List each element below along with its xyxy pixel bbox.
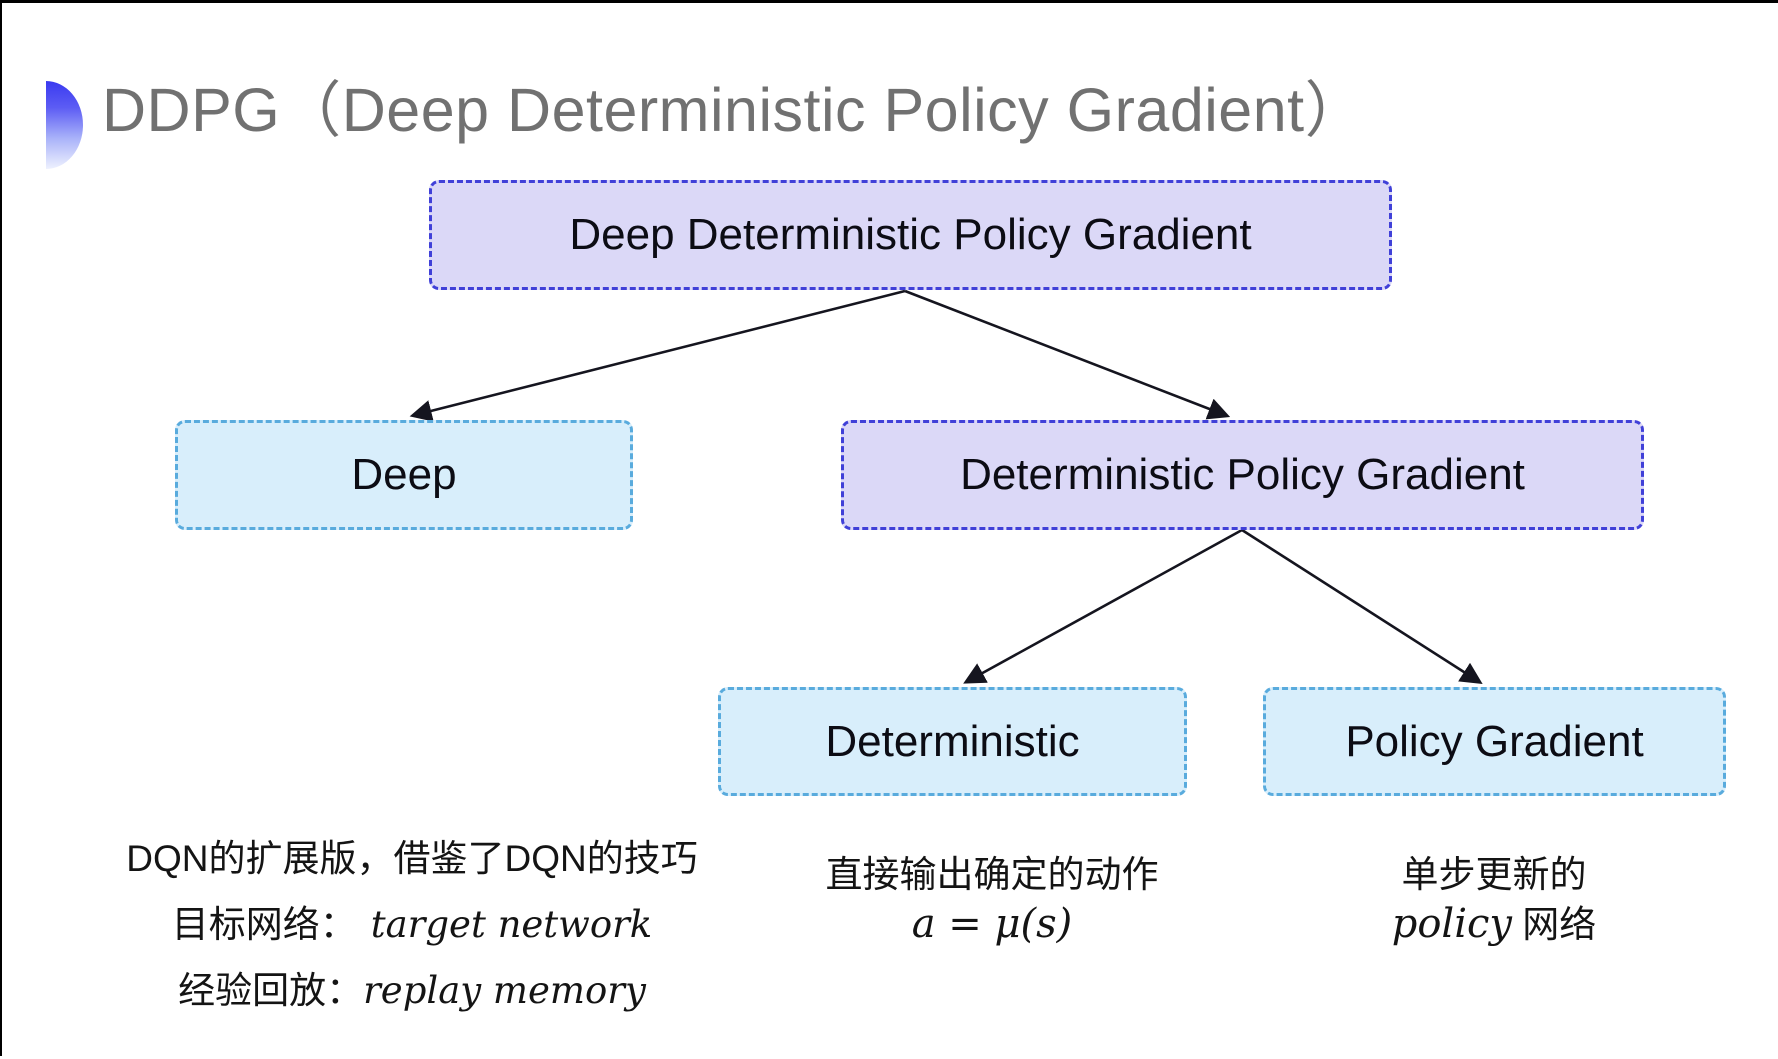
node-deterministic: Deterministic <box>718 687 1187 796</box>
node-deterministic-policy-gradient: Deterministic Policy Gradient <box>841 420 1644 530</box>
node-deep-label: Deep <box>351 450 457 499</box>
note-deep-line3-value: replay memory <box>363 969 646 1012</box>
note-deterministic-line1: 直接输出确定的动作 <box>825 854 1159 895</box>
node-policy-gradient: Policy Gradient <box>1263 687 1726 796</box>
note-deep-line2-label: 目标网络： <box>171 904 357 945</box>
title-bullet-icon <box>46 81 83 169</box>
arrow-root-to-deep <box>409 289 906 422</box>
node-deep: Deep <box>175 420 633 530</box>
arrow-dpg-to-deterministic <box>963 528 1243 684</box>
node-dpg-label: Deterministic Policy Gradient <box>960 450 1525 499</box>
note-deep-line1: DQN的扩展版，借鉴了DQN的技巧 <box>126 838 698 879</box>
slide: DDPG（Deep Deterministic Policy Gradient）… <box>2 3 1778 1059</box>
arrow-root-to-dpg <box>904 289 1231 420</box>
note-deterministic-formula: a = μ(s) <box>911 901 1073 947</box>
note-deep: DQN的扩展版，借鉴了DQN的技巧 目标网络： target network 经验… <box>122 826 702 1024</box>
node-root: Deep Deterministic Policy Gradient <box>429 180 1392 290</box>
note-deterministic: 直接输出确定的动作 a = μ(s) <box>782 851 1202 949</box>
note-policy-gradient-line1: 单步更新的 <box>1401 854 1587 895</box>
note-policy-gradient-line2: policy 网络 <box>1284 899 1704 950</box>
node-deterministic-label: Deterministic <box>825 716 1080 766</box>
note-deep-line2: 目标网络： target network <box>122 892 702 958</box>
page-title: DDPG（Deep Deterministic Policy Gradient） <box>102 76 1367 144</box>
note-deep-line2-value: target network <box>370 903 653 946</box>
note-policy-gradient-line2-italic: policy <box>1391 901 1512 947</box>
node-policy-gradient-label: Policy Gradient <box>1345 716 1644 766</box>
arrow-dpg-to-policy-gradient <box>1241 528 1483 684</box>
note-policy-gradient: 单步更新的 policy 网络 <box>1284 851 1704 950</box>
note-deep-line3: 经验回放：replay memory <box>122 958 702 1024</box>
note-deep-line3-label: 经验回放： <box>178 970 364 1011</box>
node-root-label: Deep Deterministic Policy Gradient <box>569 210 1252 259</box>
note-policy-gradient-line2-rest: 网络 <box>1512 904 1597 945</box>
